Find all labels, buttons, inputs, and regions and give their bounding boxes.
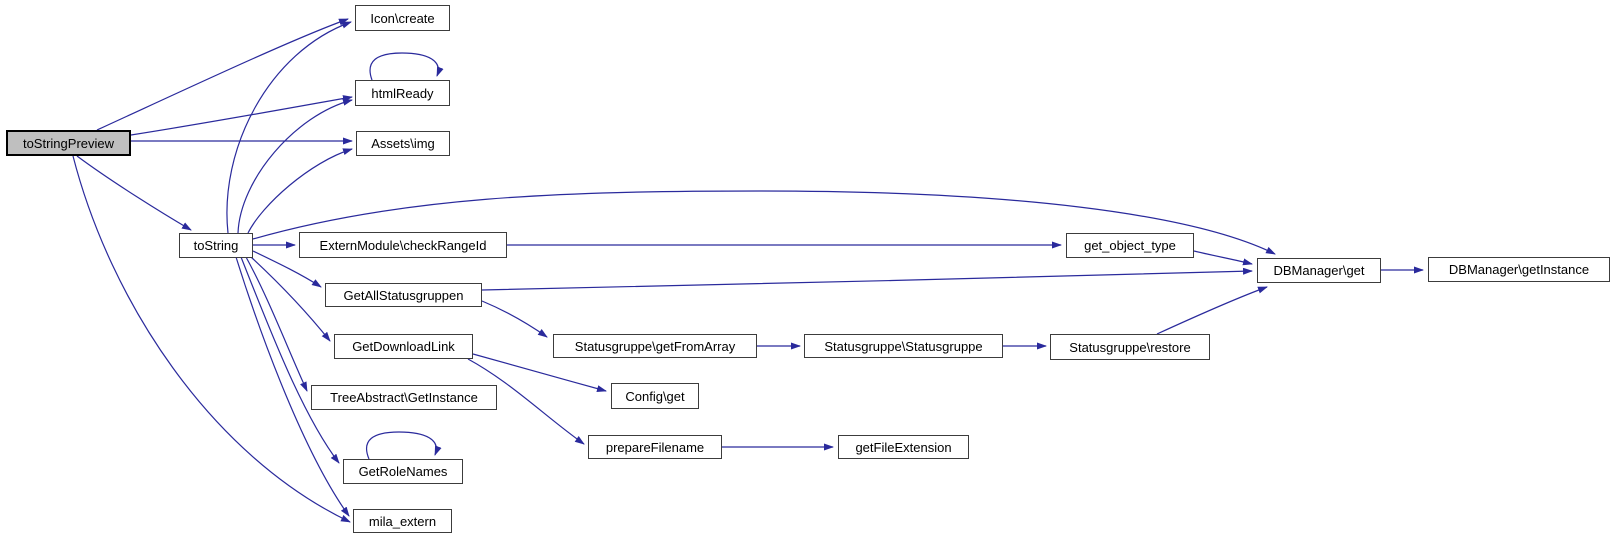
node-dbmGet[interactable]: DBManager\get [1257,258,1381,283]
node-iconCreate[interactable]: Icon\create [355,5,450,31]
node-prepareFilename[interactable]: prepareFilename [588,435,722,459]
edge-getRoleNames-to-getRoleNames [366,431,442,460]
node-htmlReady[interactable]: htmlReady [355,80,450,106]
edge-toStringPreview-to-toString [76,155,192,231]
node-getAllStatusgruppen[interactable]: GetAllStatusgruppen [325,283,482,307]
edge-getDownloadLink-to-configGet [472,353,607,393]
node-toString[interactable]: toString [179,233,253,258]
edge-toString-to-getDownloadLink [250,256,331,342]
node-getRoleNames[interactable]: GetRoleNames [343,459,463,484]
node-milaExtern[interactable]: mila_extern [353,509,452,533]
node-toStringPreview[interactable]: toStringPreview [6,130,131,156]
edge-toString-to-htmlReady [237,98,353,234]
edge-toStringPreview-to-iconCreate [96,18,349,131]
edge-toString-to-milaExtern [235,256,350,517]
node-dbmGetInstance[interactable]: DBManager\getInstance [1428,257,1610,282]
node-sgGetFromArray[interactable]: Statusgruppe\getFromArray [553,334,757,358]
node-treeGetInstance[interactable]: TreeAbstract\GetInstance [311,385,497,410]
edge-toString-to-assetsImg [247,148,353,234]
edge-getAllStatusgruppen-to-dbmGet [481,267,1253,291]
edge-toString-to-iconCreate [226,21,352,234]
edge-toString-to-getAllStatusgruppen [252,250,322,288]
edge-toString-to-getRoleNames [240,256,340,464]
node-sgRestore[interactable]: Statusgruppe\restore [1050,334,1210,360]
node-assetsImg[interactable]: Assets\img [356,131,450,156]
edge-group [72,18,1424,523]
node-sgStatusgruppe[interactable]: Statusgruppe\Statusgruppe [804,334,1003,358]
edge-getDownloadLink-to-prepareFilename [467,358,585,445]
edge-toStringPreview-to-htmlReady [130,95,353,136]
node-getDownloadLink[interactable]: GetDownloadLink [334,334,473,359]
edge-toStringPreview-to-milaExtern [72,155,351,523]
node-configGet[interactable]: Config\get [611,383,699,409]
edge-getObjectType-to-dbmGet [1193,250,1253,266]
node-checkRangeId[interactable]: ExternModule\checkRangeId [299,232,507,258]
edge-toString-to-treeGetInstance [245,256,308,392]
edge-getAllStatusgruppen-to-sgGetFromArray [481,300,548,338]
node-getFileExtension[interactable]: getFileExtension [838,435,969,459]
edge-toString-to-dbmGet [252,190,1276,255]
node-getObjectType[interactable]: get_object_type [1066,233,1194,258]
edge-htmlReady-to-htmlReady [369,52,444,81]
edge-sgRestore-to-dbmGet [1156,286,1268,335]
